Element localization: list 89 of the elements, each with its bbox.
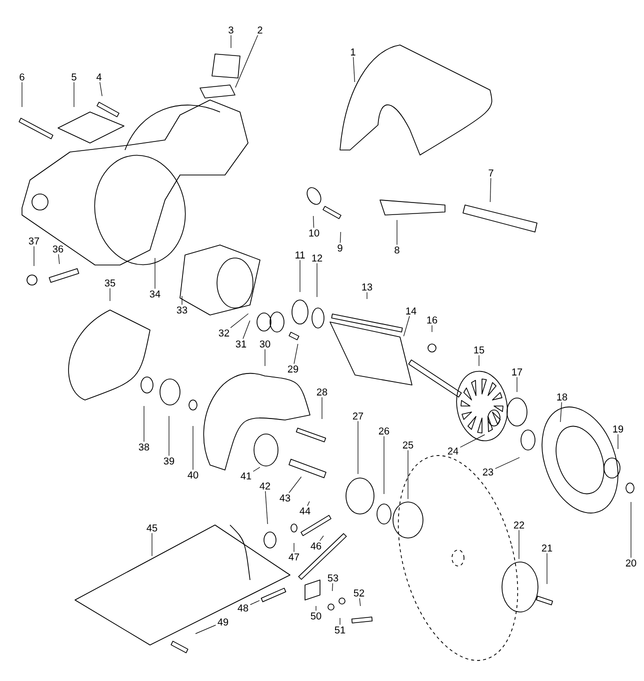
callout-number: 48 <box>238 604 248 612</box>
callout-number: 43 <box>280 494 290 502</box>
callout-number: 14 <box>406 308 416 314</box>
leader-line <box>154 258 156 290</box>
leader-line <box>460 434 485 448</box>
leader-line <box>100 82 102 96</box>
leader-line <box>403 316 410 336</box>
callout-number: 13 <box>362 283 372 291</box>
callout-number: 28 <box>316 388 328 396</box>
callout-number: 5 <box>72 74 76 80</box>
leader-line <box>313 216 314 228</box>
leader-line <box>546 552 548 584</box>
callout-number: 15 <box>474 346 484 354</box>
leader-line <box>518 530 520 560</box>
leader-line <box>359 598 361 606</box>
callout-number: 35 <box>104 279 116 287</box>
callout-number: 19 <box>613 425 624 433</box>
callout-number: 27 <box>352 412 364 420</box>
leader-line <box>353 56 355 82</box>
callout-number: 37 <box>28 237 40 245</box>
callout-number: 9 <box>338 244 342 252</box>
callout-number: 32 <box>218 329 230 337</box>
callout-number: 22 <box>514 522 524 528</box>
callout-number: 12 <box>312 254 322 262</box>
leader-line <box>307 501 310 506</box>
callout-number: 24 <box>448 448 458 454</box>
callout-number: 44 <box>300 508 310 514</box>
leader-line <box>250 600 260 605</box>
leader-line <box>560 402 562 422</box>
leader-line <box>340 232 341 244</box>
callout-number: 25 <box>402 441 414 449</box>
leader-line <box>235 34 258 88</box>
callout-number: 21 <box>542 544 552 552</box>
callout-number: 10 <box>309 229 320 237</box>
callout-number: 3 <box>228 26 234 34</box>
leader-line <box>265 490 268 524</box>
callout-number: 30 <box>260 340 270 348</box>
callout-number: 31 <box>236 340 246 348</box>
leader-line <box>195 624 216 634</box>
callout-number: 7 <box>488 170 494 176</box>
callout-number: 23 <box>482 468 494 476</box>
callout-number: 11 <box>296 252 305 258</box>
callout-number: 39 <box>164 457 174 465</box>
callout-number: 53 <box>328 574 338 582</box>
leader-line <box>230 34 232 48</box>
callout-number: 6 <box>20 73 24 81</box>
callout-number: 1 <box>350 48 356 56</box>
callout-number: 18 <box>557 393 568 401</box>
leader-line <box>494 457 520 469</box>
callout-number: 29 <box>288 365 298 373</box>
leader-line <box>320 536 324 542</box>
callout-number: 45 <box>146 524 158 532</box>
callout-number: 8 <box>394 246 400 254</box>
leader-line <box>294 344 298 364</box>
callout-number: 33 <box>176 306 188 314</box>
leader-line <box>490 178 492 202</box>
callout-number: 47 <box>288 554 300 560</box>
leader-line <box>264 348 266 366</box>
callout-number: 2 <box>258 26 262 34</box>
leader-line <box>242 320 250 340</box>
callout-number: 20 <box>626 559 636 567</box>
leader-line <box>332 582 334 592</box>
leader-line <box>168 416 170 456</box>
callout-number: 49 <box>218 618 228 626</box>
callout-number: 16 <box>427 316 438 324</box>
leader-line <box>316 262 318 298</box>
callout-number: 38 <box>138 443 150 451</box>
callout-number: 34 <box>150 290 160 298</box>
callout-number: 36 <box>52 245 64 253</box>
leader-line <box>230 313 249 328</box>
callout-number: 50 <box>310 612 322 620</box>
leader-line <box>366 292 368 300</box>
callout-number: 26 <box>378 427 390 435</box>
callout-number: 52 <box>354 589 364 597</box>
callout-number: 51 <box>334 626 346 634</box>
leader-line <box>288 476 302 494</box>
callout-number: 41 <box>240 472 252 480</box>
callout-number: 17 <box>512 368 522 376</box>
callout-number: 4 <box>96 74 102 80</box>
callout-number: 46 <box>310 542 322 550</box>
leader-line <box>58 254 60 264</box>
leader-line <box>516 376 518 392</box>
leader-line <box>192 426 194 470</box>
leader-line <box>478 354 480 366</box>
leader-line <box>630 502 632 558</box>
callout-number: 40 <box>188 471 198 479</box>
callout-number: 42 <box>260 482 270 490</box>
leader-line <box>252 466 260 472</box>
leader-line <box>396 220 398 246</box>
